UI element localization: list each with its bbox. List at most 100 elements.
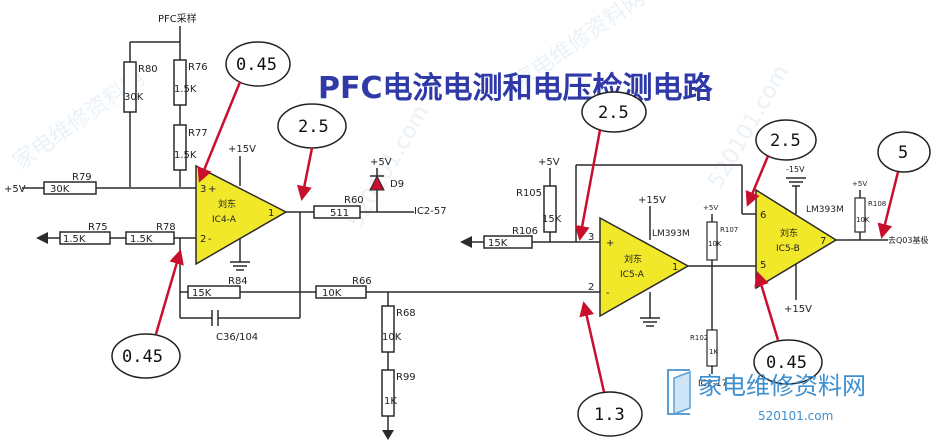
ic5b-pin6: 6 [760, 210, 766, 221]
callout-0-45-right-text: 0.45 [766, 353, 807, 373]
ic5a-ground-icon [640, 317, 660, 327]
plus15v-bottom-label: +15V [784, 304, 812, 315]
r78-value: 1.5K [130, 234, 153, 245]
callout-0-45-left: 0.45 [111, 249, 184, 379]
to-q03-label: 去Q03基极 [888, 235, 928, 245]
ic4a-pin1: 1 [268, 208, 274, 219]
callout-5: 5 [877, 131, 931, 239]
r84-value: 15K [192, 288, 212, 299]
callout-1-3-text: 1.3 [594, 405, 625, 425]
ic2-17-label: IC2-17 [698, 379, 727, 389]
ic5b-name: IC5-B [776, 244, 800, 254]
r68-resistor [381, 305, 395, 353]
callout-2-5-left-text: 2.5 [298, 117, 329, 137]
input-arrow-left [36, 232, 48, 244]
r99-ref: R99 [396, 372, 416, 383]
ic5b-brand: 刘东 [780, 227, 798, 239]
r106-ref: R106 [512, 226, 538, 237]
r84-ref: R84 [228, 276, 248, 287]
r76-resistor [173, 59, 187, 106]
r79-ref: R79 [72, 172, 92, 183]
r107-ref: R107 [720, 226, 738, 234]
callout-0-45-top-text: 0.45 [236, 55, 277, 75]
r105-resistor [543, 185, 557, 233]
diagram-title: PFC电流电测和电压检测电路 [318, 71, 713, 106]
r99-arrow-icon [382, 430, 394, 440]
callout-0-45-top: 0.45 [197, 41, 291, 183]
ic4-plus15v-label: +15V [228, 144, 256, 155]
r75-ref: R75 [88, 222, 108, 233]
r66-ref: R66 [352, 276, 372, 287]
r78-ref: R78 [156, 222, 176, 233]
r60-ref: R60 [344, 195, 364, 206]
r108-ref: R108 [868, 200, 886, 208]
ic4-ground-icon [230, 261, 250, 271]
ic5a-brand: 刘东 [624, 253, 642, 265]
ic4a-minus-sign: - [208, 234, 212, 245]
r80-ref: R80 [138, 64, 158, 75]
callout-0-45-right: 0.45 [753, 271, 823, 385]
callout-5-text: 5 [898, 143, 908, 163]
r77-ref: R77 [188, 128, 208, 139]
ic5a-lm393m: LM393M [652, 229, 690, 239]
plus5v-left-label: +5V [4, 184, 26, 195]
r80-resistor [123, 61, 137, 113]
watermark-bracket-icon [667, 369, 690, 415]
r66-value: 10K [322, 288, 342, 299]
r108-plus5v-label: +5V [852, 180, 867, 188]
c36-ref: C36/104 [216, 332, 258, 343]
r79-value: 30K [50, 184, 70, 195]
ic4a-brand: 刘东 [218, 198, 236, 210]
r108-value: 10K [856, 216, 870, 224]
r102-value: 1K [709, 348, 718, 356]
pfc-sample-label: PFC采样 [158, 12, 197, 25]
ic5b-top-ground-icon [786, 177, 806, 187]
r105-value: 15K [542, 214, 562, 225]
r76-ref: R76 [188, 62, 208, 73]
r75-value: 1.5K [63, 234, 86, 245]
r76-value: 1.5K [174, 84, 197, 95]
callout-2-5-mid: 2.5 [574, 91, 647, 241]
callout-0-45-left-text: 0.45 [122, 347, 163, 367]
watermark-diagonal: 家电维修资料网 家电维修资料网 520101.com 520101.com [9, 0, 794, 233]
ic4a-pin2: 2 [200, 234, 206, 245]
r68-value: 10K [382, 332, 402, 343]
callout-1-3: 1.3 [577, 301, 643, 437]
ic5b-pin7: 7 [820, 236, 826, 247]
d9-plus5v-label: +5V [370, 157, 392, 168]
ic5a-minus-sign: - [606, 288, 610, 299]
ic5a-plus-sign: + [606, 238, 614, 249]
ic4a-pin3: 3 [200, 184, 206, 195]
minus15v-label: -15V [786, 165, 805, 174]
input-arrow-r106 [460, 236, 472, 248]
r108-resistor [854, 197, 866, 233]
r107-plus5v-label: +5V [703, 204, 718, 212]
ic4a-name: IC4-A [212, 215, 237, 225]
watermark-book-icon [673, 370, 691, 416]
r99-resistor [381, 369, 395, 417]
r77-value: 1.5K [174, 150, 197, 161]
callout-2-5-left: 2.5 [277, 103, 347, 201]
watermark-logo: 家电维修资料网 520101.com [667, 369, 866, 423]
ic2-57-label: IC2-57 [414, 206, 447, 217]
ic5a-name: IC5-A [620, 270, 645, 280]
ic5a-plus15v-label: +15V [638, 195, 666, 206]
r105-ref: R105 [516, 188, 542, 199]
r60-value: 511 [330, 208, 349, 219]
callout-2-5-right-text: 2.5 [770, 131, 801, 151]
callout-2-5-right: 2.5 [745, 119, 817, 207]
ic5b-lm393m: LM393M [806, 205, 844, 215]
r68-ref: R68 [396, 308, 416, 319]
ic5a-pin2: 2 [588, 282, 594, 293]
r106-value: 15K [488, 238, 508, 249]
r102-ref: R102 [690, 334, 708, 342]
r99-value: 1K [384, 396, 397, 407]
r105-plus5v-label: +5V [538, 157, 560, 168]
ic5b-pin5: 5 [760, 260, 766, 271]
ic5a-pin3: 3 [588, 232, 594, 243]
ic4a-opamp [195, 164, 288, 266]
r77-resistor [173, 124, 187, 171]
ic5a-pin1: 1 [672, 262, 678, 273]
r80-value: 30K [124, 92, 144, 103]
